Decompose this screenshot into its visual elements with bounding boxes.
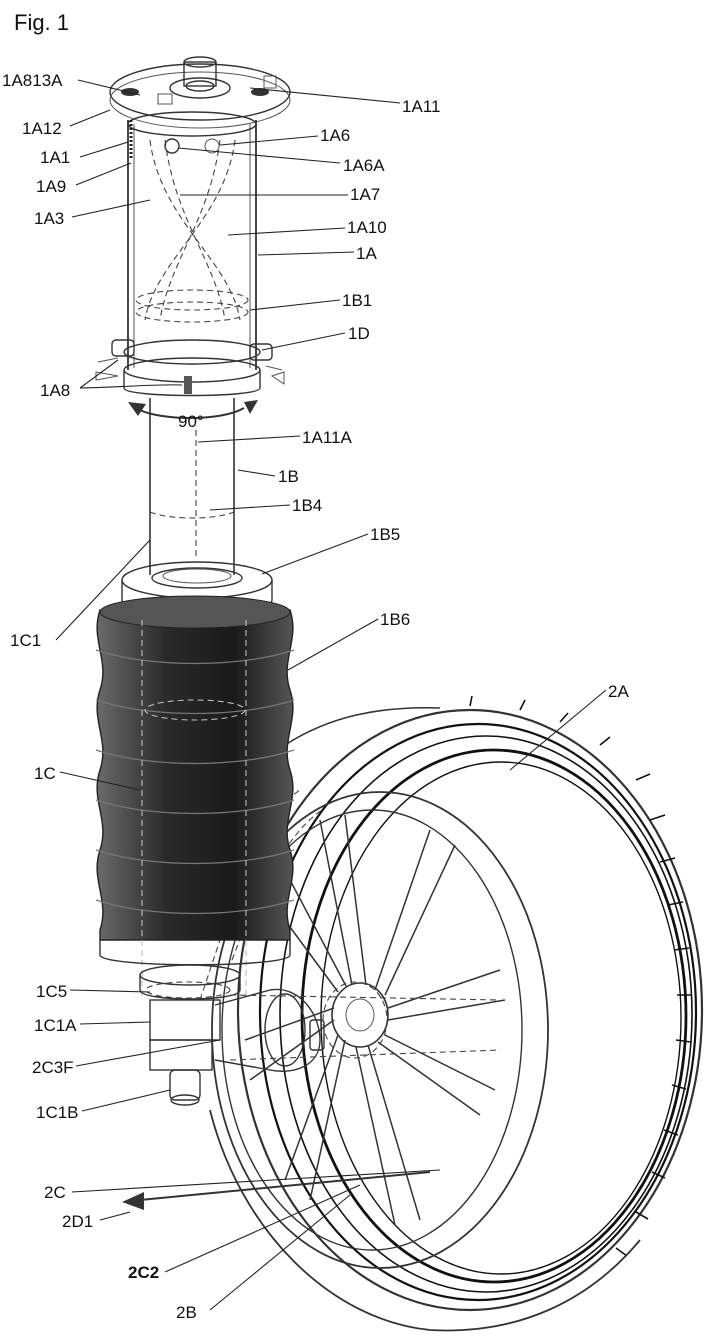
wheel-hub-inner	[345, 998, 375, 1032]
tire-tread-blocks	[469, 695, 692, 1257]
label-1C1B: 1C1B	[36, 1103, 79, 1122]
rod-piston-1B4	[149, 511, 235, 519]
upper-cylinder-1A	[95, 111, 285, 397]
tire-tread-line-3	[300, 748, 688, 1284]
flange-center-boss	[169, 77, 231, 99]
label-1A7: 1A7	[350, 185, 380, 204]
rim-inner-edge	[221, 809, 523, 1251]
tire-tread-line-1	[258, 722, 698, 1302]
reference-labels: 1A813A 1A11 1A12 1A6 1A1 1A6A 1A9 1A7 1A…	[2, 71, 629, 1322]
rim-outer-edge	[211, 791, 549, 1269]
flange-center-stud	[183, 61, 217, 87]
leader-lines	[55, 79, 607, 1311]
top-flange	[109, 56, 291, 129]
label-2C2: 2C2	[128, 1263, 159, 1282]
figure-title: Fig. 1	[14, 10, 69, 35]
label-1A: 1A	[356, 244, 377, 263]
label-1C1A: 1C1A	[34, 1016, 77, 1035]
label-1A8: 1A8	[40, 381, 70, 400]
wheel-hub	[331, 982, 389, 1048]
direction-arrow-2D1	[122, 1171, 431, 1210]
label-1B6: 1B6	[380, 610, 410, 629]
port-hole-1A6	[204, 138, 220, 154]
label-1A6A: 1A6A	[343, 156, 385, 175]
wheel-assembly	[199, 695, 704, 1332]
label-1A3: 1A3	[34, 209, 64, 228]
label-1C: 1C	[34, 764, 56, 783]
label-2C: 2C	[44, 1183, 66, 1202]
label-1A11: 1A11	[402, 97, 440, 116]
pin-1D-right	[249, 343, 273, 361]
label-1A9: 1A9	[36, 177, 66, 196]
tire-sidewall-bottom	[209, 1109, 641, 1332]
flange-stud-back-right	[263, 75, 277, 89]
label-1A12: 1A12	[22, 119, 62, 138]
screw-1A8	[184, 376, 192, 394]
flange-plate-lower-edge	[109, 71, 291, 129]
rod-1B	[149, 398, 235, 575]
label-1A6: 1A6	[320, 126, 350, 145]
angle-label: 90°	[178, 412, 204, 431]
label-1A813A: 1A813A	[2, 71, 63, 90]
label-2B: 2B	[176, 1303, 197, 1322]
label-2A: 2A	[608, 682, 629, 701]
label-1B: 1B	[278, 467, 299, 486]
label-1A10: 1A10	[347, 218, 387, 237]
port-hole-1A6A	[164, 138, 180, 154]
pin-1D-left	[111, 339, 135, 357]
tire-tread-line-4	[320, 761, 682, 1275]
label-1D: 1D	[348, 324, 370, 343]
label-1B4: 1B4	[292, 496, 322, 515]
flange-stud-front-left	[157, 93, 173, 105]
label-1C1: 1C1	[10, 631, 41, 650]
label-2C3F: 2C3F	[32, 1058, 74, 1077]
label-1C5: 1C5	[36, 982, 67, 1001]
tire-sidewall-top	[284, 706, 441, 746]
rotation-indicator: 90°	[128, 400, 258, 431]
label-1B1: 1B1	[342, 291, 372, 310]
tire-outer-edge	[236, 708, 704, 1312]
label-1B5: 1B5	[370, 525, 400, 544]
label-1A1: 1A1	[40, 148, 70, 167]
flange-bolt-hole-left	[121, 88, 139, 96]
lower-mount	[139, 964, 501, 1106]
label-2D1: 2D1	[62, 1212, 93, 1231]
bellows-1C	[95, 595, 295, 1000]
flange-stud-top	[183, 56, 217, 68]
label-1A11A: 1A11A	[302, 428, 352, 447]
wheel-spokes	[244, 814, 506, 1226]
tire-tread-line-2	[279, 735, 693, 1293]
